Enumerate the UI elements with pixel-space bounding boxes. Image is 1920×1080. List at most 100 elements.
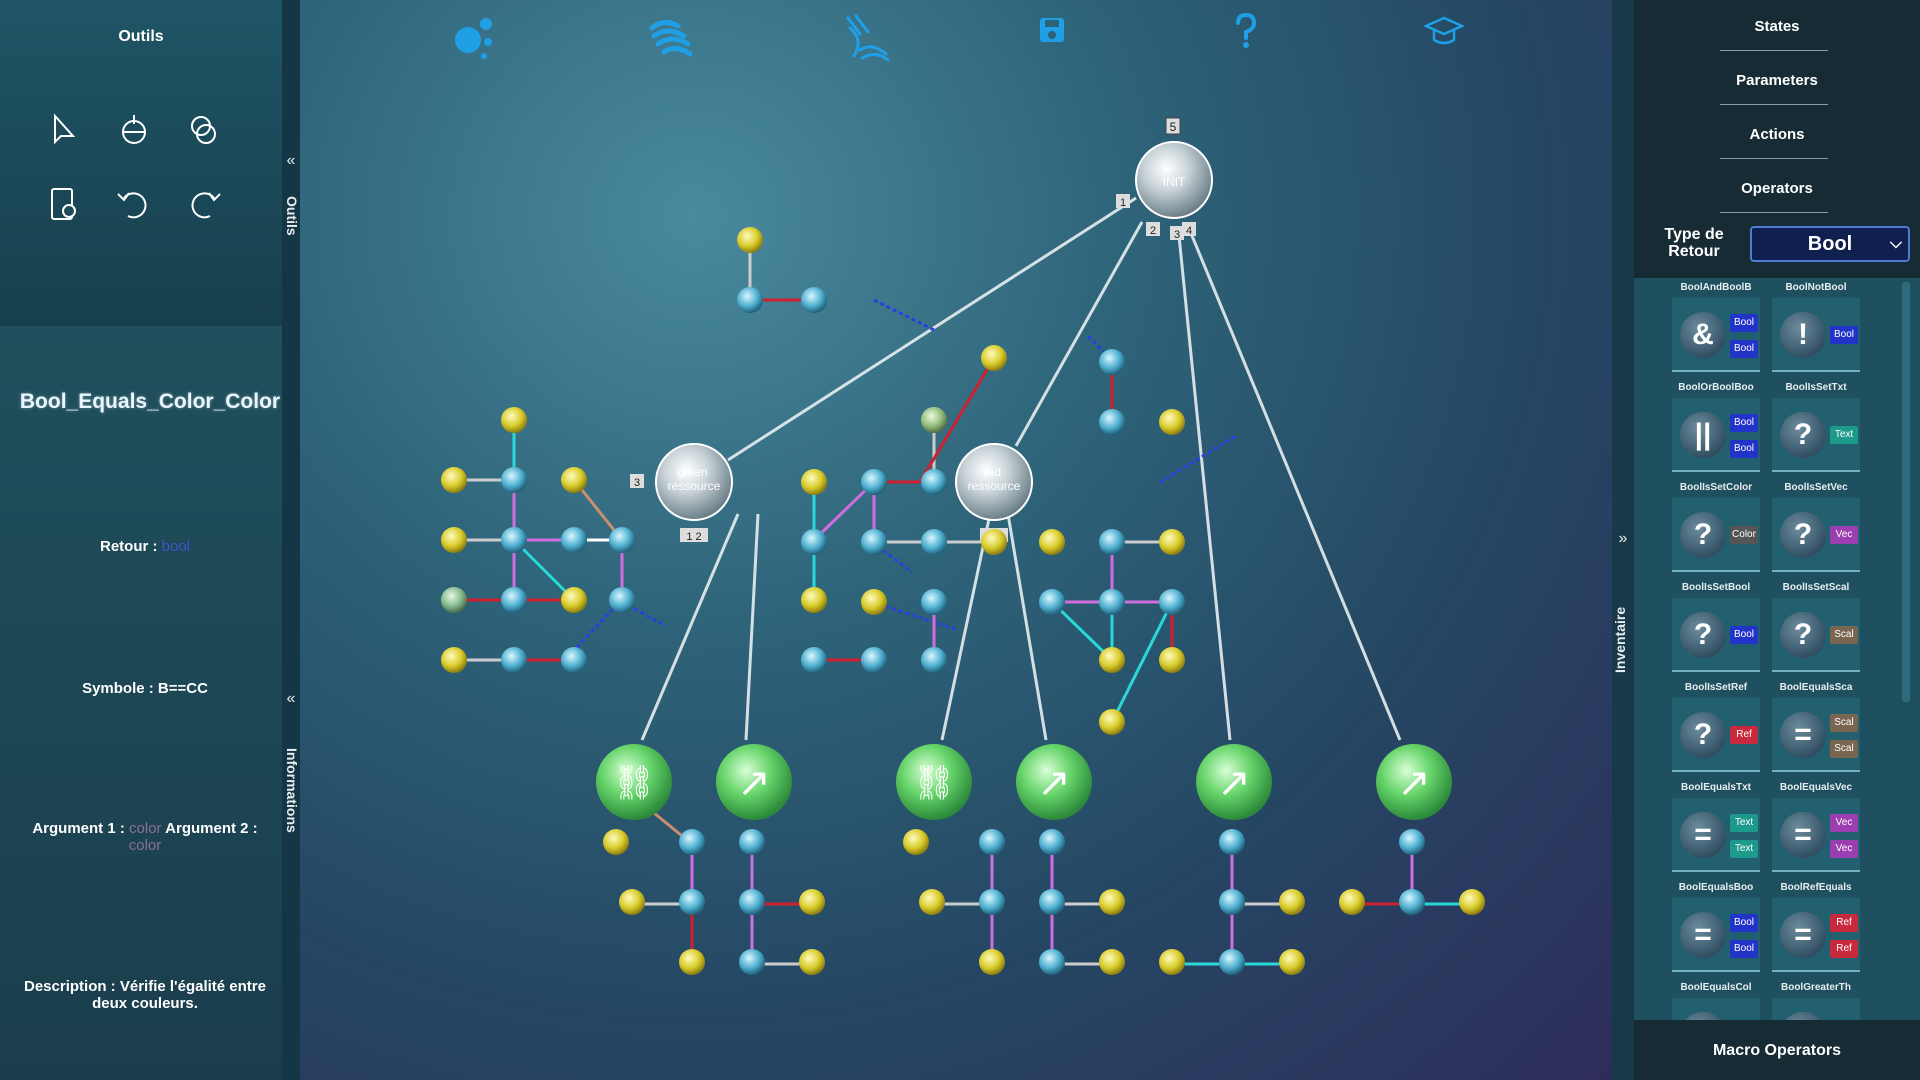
action-nodes[interactable]: ⛓ ↗ ⛓ ↗ ↗ ↗ — [596, 744, 1452, 820]
menu-states[interactable]: States — [1754, 18, 1800, 35]
tools-strip-label[interactable]: Outils — [284, 196, 300, 236]
operator-card[interactable]: BoolIsSetTxt?Text — [1770, 382, 1862, 474]
clipboard-icon[interactable] — [40, 180, 88, 228]
operator-type-tag: Bool — [1730, 340, 1758, 358]
operator-name: BoolEqualsCol — [1680, 982, 1752, 993]
operator-symbol: = — [1780, 912, 1826, 958]
arg1-label: Argument 1 : — [32, 820, 125, 837]
operator-card[interactable]: BoolIsSetColor?Color — [1670, 482, 1762, 574]
chevron-down-icon: ⌵ — [1889, 235, 1902, 252]
arrow-action-node[interactable] — [1376, 744, 1452, 820]
operator-card[interactable]: BoolIsSetScal?Scal — [1770, 582, 1862, 674]
operator-symbol: > — [1780, 1012, 1826, 1020]
description-text: Description : Vérifie l'égalité entre de… — [24, 978, 266, 1012]
operator-symbol: ? — [1780, 512, 1826, 558]
return-type-select[interactable]: Bool ⌵ — [1750, 226, 1910, 262]
green-ressource-node[interactable]: green ressource 3 1 2 — [630, 443, 733, 543]
undo-icon[interactable] — [110, 180, 158, 228]
operator-card[interactable]: BoolNotBool!Bool — [1770, 282, 1862, 374]
operator-name: BoolIsSetVec — [1784, 482, 1848, 493]
operator-card[interactable]: BoolGreaterTh >Scal — [1770, 982, 1862, 1020]
retour-label: Retour : — [99, 538, 158, 555]
operator-type-tag: Bool — [1730, 414, 1758, 432]
operator-body: =Color — [1672, 998, 1760, 1020]
macro-operators-section[interactable]: Macro Operators — [1634, 1020, 1920, 1080]
menu-divider — [1720, 50, 1828, 51]
menu-operators[interactable]: Operators — [1741, 180, 1813, 197]
wave-icon[interactable] — [838, 10, 894, 66]
operator-type-tag: Scal — [1830, 626, 1858, 644]
operator-title: Bool_Equals_Color_Color — [19, 390, 281, 413]
macro-operators-label[interactable]: Macro Operators — [1712, 1042, 1842, 1059]
left-collapse-strip[interactable] — [282, 0, 300, 1080]
operator-type-tag: Scal — [1830, 740, 1858, 758]
operator-name: BoolGreaterTh — [1780, 982, 1851, 993]
operator-symbol: ? — [1680, 712, 1726, 758]
operator-name: BoolEqualsVec — [1779, 782, 1853, 793]
operator-card[interactable]: BoolIsSetVec?Vec — [1770, 482, 1862, 574]
collapse-info-arrow-icon[interactable]: « — [286, 690, 296, 707]
operator-type-tag: Vec — [1830, 526, 1858, 544]
operator-card[interactable]: BoolIsSetBool?Bool — [1670, 582, 1762, 674]
operator-card[interactable]: BoolEqualsCol =Color — [1670, 982, 1762, 1020]
graduation-cap-icon[interactable] — [1422, 10, 1478, 66]
pointer-icon[interactable] — [40, 106, 88, 154]
inventory-strip-label[interactable]: Inventaire — [1612, 606, 1628, 674]
graph-diagram[interactable]: INIT 5 1 2 3 4 green ressource 3 1 2 red… — [300, 0, 1612, 1080]
port-label: 4 — [1186, 225, 1192, 237]
port-label: 2 — [1150, 225, 1156, 237]
operator-symbol: & — [1680, 312, 1726, 358]
port-label: 3 — [634, 477, 640, 489]
operator-card[interactable]: BoolIsSetRef?Ref — [1670, 682, 1762, 774]
operators-scrollbar[interactable] — [1902, 282, 1910, 702]
tools-panel: Outils — [0, 0, 282, 325]
operator-body: >Scal — [1772, 998, 1860, 1020]
operator-type-tag: Text — [1730, 814, 1758, 832]
right-collapse-strip[interactable] — [1612, 0, 1634, 1080]
bubbles-icon[interactable] — [448, 10, 504, 66]
link-action-node[interactable] — [896, 744, 972, 820]
redo-icon[interactable] — [180, 180, 228, 228]
symbole-line: Symbole : B==CC — [82, 680, 208, 697]
graph-canvas[interactable]: INIT 5 1 2 3 4 green ressource 3 1 2 red… — [300, 0, 1612, 1080]
operator-type-tag: Scal — [1830, 714, 1858, 732]
save-icon[interactable] — [1032, 10, 1088, 66]
arrow-up-right-icon: ↗ — [1217, 760, 1251, 806]
menu-divider — [1720, 158, 1828, 159]
link-nodes-icon[interactable] — [180, 106, 228, 154]
operator-symbol: = — [1780, 812, 1826, 858]
arrow-action-node[interactable] — [1196, 744, 1272, 820]
operator-symbol: ? — [1680, 612, 1726, 658]
help-icon[interactable] — [1226, 10, 1282, 66]
menu-divider — [1720, 104, 1828, 105]
operator-name: BoolEqualsBoo — [1678, 882, 1754, 893]
operator-symbol: || — [1680, 412, 1726, 458]
small-nodes[interactable] — [441, 227, 1485, 975]
arrow-action-node[interactable] — [1016, 744, 1092, 820]
red-ressource-node[interactable]: red ressource 3 1 2 — [930, 443, 1033, 543]
menu-actions[interactable]: Actions — [1749, 126, 1805, 143]
expand-inventory-arrow-icon[interactable]: » — [1618, 530, 1628, 547]
arrow-action-node[interactable] — [716, 744, 792, 820]
chain-icon: ⛓ — [912, 763, 955, 803]
green-line-2: ressource — [668, 479, 721, 493]
node-add-icon[interactable] — [110, 106, 158, 154]
init-node[interactable]: INIT 5 1 2 3 4 — [1116, 117, 1213, 241]
menu-parameters[interactable]: Parameters — [1736, 72, 1818, 89]
operator-symbol: = — [1680, 812, 1726, 858]
operator-type-tag: Bool — [1730, 914, 1758, 932]
info-strip-label[interactable]: Informations — [284, 747, 300, 833]
subgraph-edges — [454, 240, 1472, 966]
collapse-tools-arrow-icon[interactable]: « — [286, 152, 296, 169]
hand-icon[interactable] — [644, 10, 700, 66]
link-action-node[interactable] — [596, 744, 672, 820]
